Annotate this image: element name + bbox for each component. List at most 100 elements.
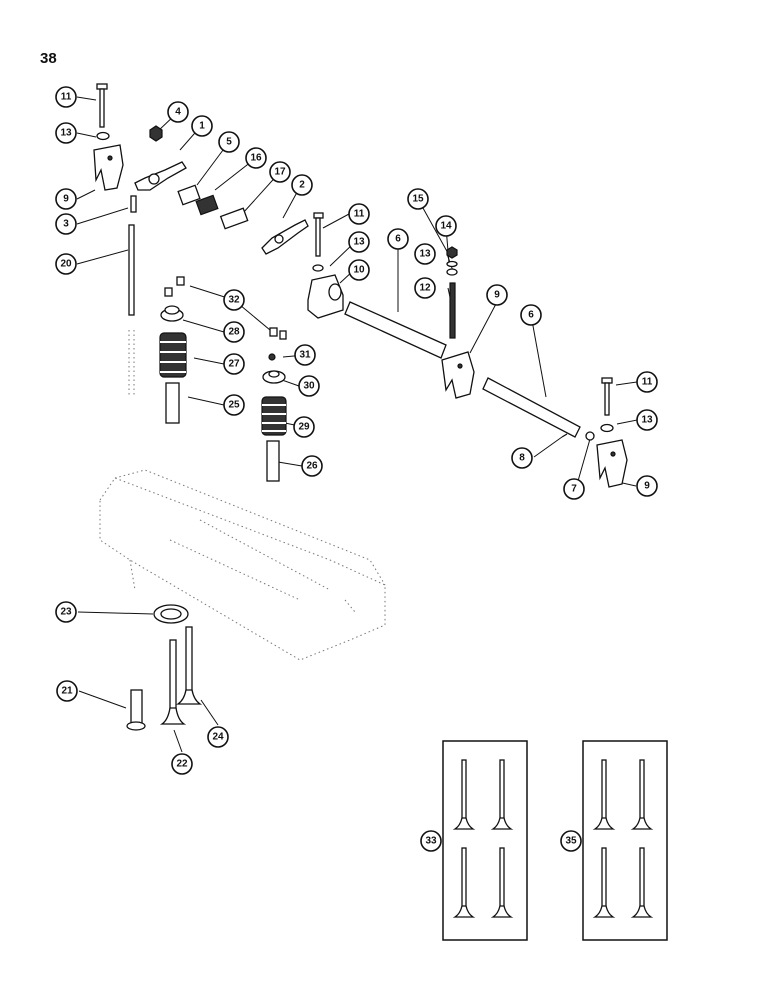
- part-keepers-32: [164, 276, 287, 340]
- part-seal-25: [165, 382, 180, 424]
- svg-text:28: 28: [228, 327, 240, 338]
- callout-17: 17: [269, 161, 291, 183]
- part-nut-4: [149, 125, 163, 142]
- part-spacer-5: [177, 184, 201, 206]
- svg-text:11: 11: [354, 209, 365, 220]
- part-spring-27: [159, 332, 187, 378]
- svg-text:16: 16: [250, 153, 262, 164]
- callout-5: 5: [218, 131, 240, 153]
- svg-text:27: 27: [228, 359, 240, 370]
- part-rocker-shaft-6b: [482, 377, 581, 438]
- svg-text:15: 15: [412, 194, 424, 205]
- part-valve-22: [159, 639, 187, 725]
- svg-text:32: 32: [228, 295, 240, 306]
- part-washer-13-left: [96, 131, 110, 141]
- svg-text:8: 8: [519, 453, 525, 464]
- callout-3: 3: [55, 213, 77, 235]
- svg-text:11: 11: [61, 92, 72, 103]
- svg-text:14: 14: [440, 221, 452, 232]
- svg-text:17: 17: [274, 167, 286, 178]
- svg-text:13: 13: [641, 415, 653, 426]
- callout-28: 28: [223, 321, 245, 343]
- callout-13: 13: [348, 231, 370, 253]
- part-seal-26: [266, 440, 280, 482]
- callout-10: 10: [348, 259, 370, 281]
- part-spacer-17: [219, 207, 249, 230]
- svg-text:10: 10: [353, 265, 365, 276]
- svg-text:31: 31: [299, 350, 311, 361]
- svg-text:30: 30: [303, 381, 315, 392]
- callout-23: 23: [55, 601, 77, 623]
- svg-text:5: 5: [226, 137, 232, 148]
- callout-21: 21: [56, 680, 78, 702]
- svg-text:9: 9: [644, 481, 650, 492]
- part-bolt-11-left: [96, 83, 108, 128]
- part-guide-21: [126, 689, 146, 731]
- callout-11: 11: [348, 203, 370, 225]
- svg-text:13: 13: [419, 249, 431, 260]
- svg-text:25: 25: [228, 400, 240, 411]
- callout-11: 11: [55, 86, 77, 108]
- svg-text:12: 12: [419, 283, 431, 294]
- callout-11: 11: [636, 371, 658, 393]
- cylinder-head-phantom: [99, 469, 386, 661]
- callout-12: 12: [414, 277, 436, 299]
- callout-13: 13: [55, 122, 77, 144]
- callout-13: 13: [636, 409, 658, 431]
- part-adjuster-screw-3: [130, 195, 137, 213]
- part-rocker-arm-1: [134, 161, 187, 191]
- callout-26: 26: [301, 455, 323, 477]
- svg-text:26: 26: [306, 461, 318, 472]
- svg-text:35: 35: [565, 836, 577, 847]
- callout-31: 31: [294, 344, 316, 366]
- part-rocker-shaft-6a: [344, 301, 447, 359]
- svg-text:29: 29: [298, 422, 310, 433]
- callout-22: 22: [171, 753, 193, 775]
- part-keeper-31: [268, 353, 276, 361]
- callout-9: 9: [636, 475, 658, 497]
- part-bracket-9-left: [93, 144, 124, 191]
- svg-text:6: 6: [395, 234, 401, 245]
- callout-35: 35: [560, 830, 582, 852]
- callout-6: 6: [520, 304, 542, 326]
- part-bolt-11-center: [313, 212, 324, 257]
- svg-text:33: 33: [425, 836, 437, 847]
- callout-9: 9: [55, 188, 77, 210]
- callout-20: 20: [55, 253, 77, 275]
- valve-kit-box-35: [582, 740, 668, 941]
- svg-text:21: 21: [61, 686, 73, 697]
- callout-24: 24: [207, 726, 229, 748]
- callout-9: 9: [486, 284, 508, 306]
- svg-text:24: 24: [212, 732, 224, 743]
- part-stud-12: [449, 282, 456, 339]
- callout-7: 7: [563, 478, 585, 500]
- part-pin-8: [561, 433, 568, 438]
- callout-2: 2: [291, 174, 313, 196]
- callout-8: 8: [511, 447, 533, 469]
- callout-25: 25: [223, 394, 245, 416]
- callout-13: 13: [414, 243, 436, 265]
- callout-16: 16: [245, 147, 267, 169]
- part-spring-16: [195, 194, 219, 216]
- svg-text:11: 11: [642, 377, 653, 388]
- callout-6: 6: [387, 228, 409, 250]
- svg-text:4: 4: [175, 107, 181, 118]
- part-valve-24: [175, 626, 203, 705]
- svg-text:23: 23: [60, 607, 72, 618]
- part-pushrod-20: [128, 224, 135, 395]
- svg-text:22: 22: [176, 759, 188, 770]
- part-retainer-30: [262, 370, 286, 384]
- svg-text:6: 6: [528, 310, 534, 321]
- callout-29: 29: [293, 416, 315, 438]
- page-number: 38: [40, 50, 57, 67]
- part-plug-7: [585, 431, 595, 441]
- svg-text:7: 7: [571, 484, 577, 495]
- part-washer-13-stud: [446, 268, 458, 276]
- svg-text:13: 13: [60, 128, 72, 139]
- part-rocker-arm-2: [261, 219, 309, 255]
- svg-text:9: 9: [63, 194, 69, 205]
- callout-32: 32: [223, 289, 245, 311]
- valve-kit-box-33: [442, 740, 528, 941]
- callout-30: 30: [298, 375, 320, 397]
- part-washer-13-right: [600, 423, 614, 433]
